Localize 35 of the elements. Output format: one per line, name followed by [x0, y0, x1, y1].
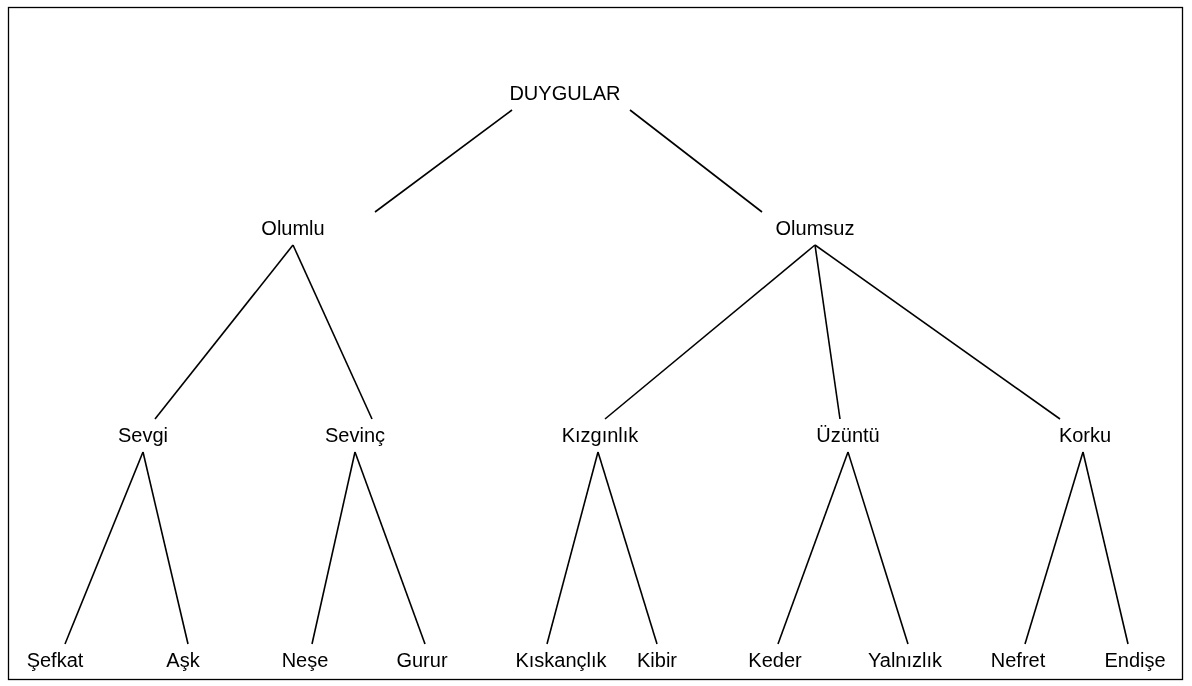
node-label: Nefret: [988, 644, 1048, 677]
node-label: Sevgi: [116, 419, 170, 452]
connector-line: [1024, 451, 1084, 645]
node-label: Neşe: [279, 644, 331, 677]
node-label: Şefkat: [24, 644, 86, 677]
connector-line: [777, 451, 849, 645]
connector-line: [847, 451, 909, 645]
connector-line: [814, 244, 841, 420]
node-label: Kıskançlık: [513, 644, 609, 677]
node-label: DUYGULAR: [507, 77, 623, 110]
node-label: Üzüntü: [814, 419, 882, 452]
node-label: Aşk: [164, 644, 202, 677]
connector-line: [354, 451, 426, 645]
connector-line: [604, 244, 816, 420]
node-label: Gurur: [394, 644, 450, 677]
connector-line: [546, 451, 599, 645]
node-label: Korku: [1056, 419, 1114, 452]
node-label: Olumlu: [259, 212, 327, 245]
node-label: Yalnızlık: [865, 644, 945, 677]
node-label: Sevinç: [323, 419, 387, 452]
connector-line: [1082, 451, 1129, 645]
connector-line: [142, 451, 189, 645]
connector-line: [597, 451, 658, 645]
connector-line: [292, 244, 373, 420]
connector-line: [629, 109, 763, 213]
connector-line: [64, 451, 144, 645]
connector-line: [311, 451, 356, 645]
node-label: Kızgınlık: [559, 419, 641, 452]
node-label: Keder: [746, 644, 804, 677]
connector-line: [374, 109, 513, 213]
node-label: Olumsuz: [773, 212, 857, 245]
connector-line: [154, 244, 294, 420]
connector-line: [814, 244, 1061, 420]
node-label: Kibir: [635, 644, 679, 677]
node-label: Endişe: [1102, 644, 1168, 677]
